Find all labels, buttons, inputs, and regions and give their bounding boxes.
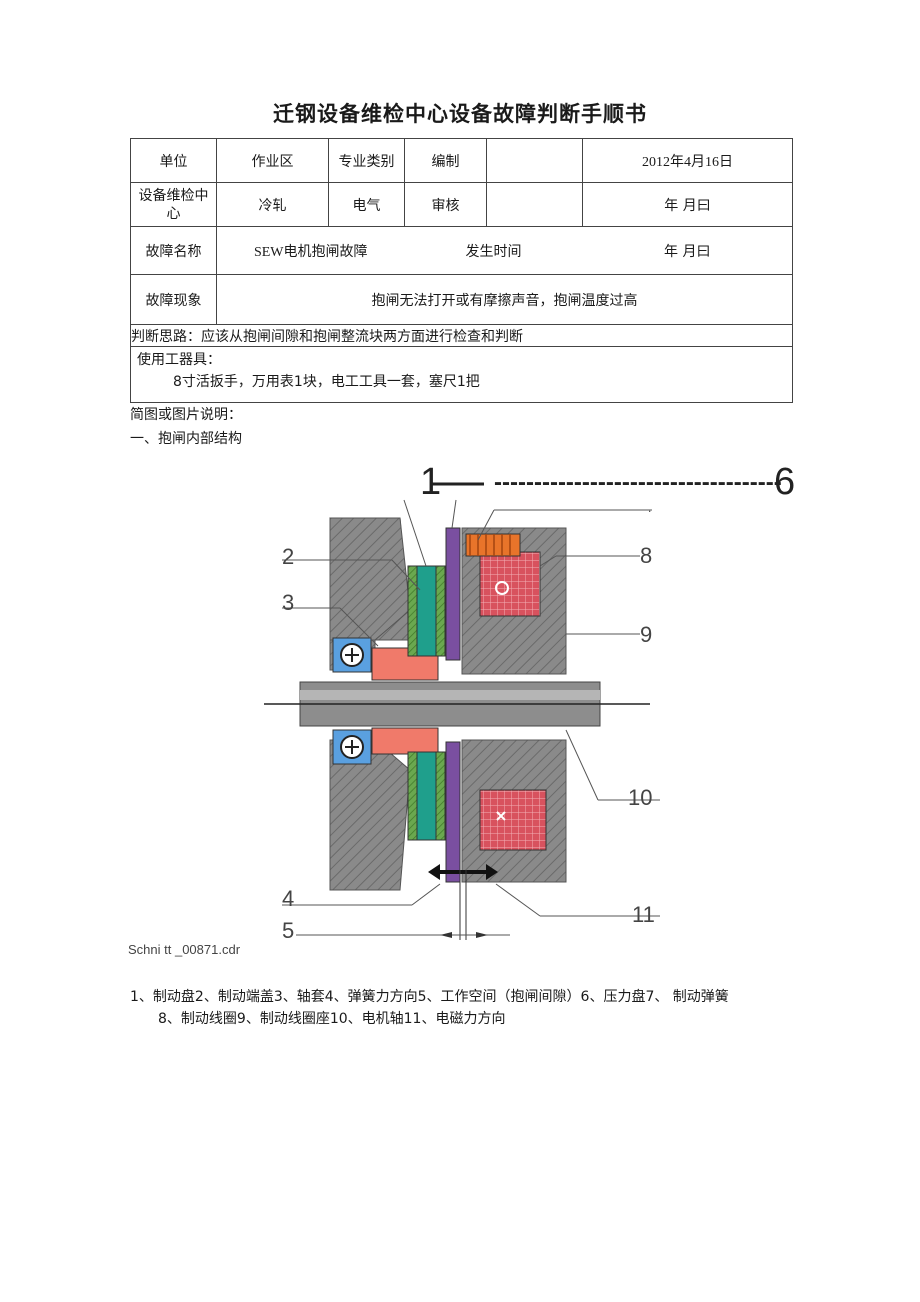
review-label: 审核 [404, 182, 487, 227]
symptom-label: 故障现象 [130, 274, 217, 325]
callout-8: 8 [640, 543, 652, 568]
file-caption: Schni tt _00871.cdr [128, 942, 241, 957]
time-value: 年 月曰 [582, 226, 793, 275]
callout-6: 6 [774, 461, 795, 503]
legend-line-2: 8、制动线圈9、制动线圈座10、电机轴11、电磁力方向 [158, 1011, 506, 1027]
brake-cross-section-diagram: 1 ------------------------------------ 6… [128, 461, 795, 957]
callout-3: 3 [282, 590, 294, 615]
callout-5: 5 [282, 918, 294, 943]
editor-value [486, 138, 583, 183]
legend-line-1: 1、制动盘2、制动端盖3、轴套4、弹簧力方向5、工作空间（抱闸间隙）6、压力盘7… [130, 989, 729, 1005]
document-title: 迁钢设备维检中心设备故障判断手顺书 [273, 102, 647, 126]
time-label: 发生时间 [404, 226, 583, 275]
callout-1: 1 [420, 461, 441, 503]
fault-name-value: SEW电机抱闸故障 [216, 226, 405, 275]
legend: 1、制动盘2、制动端盖3、轴套4、弹簧力方向5、工作空间（抱闸间隙）6、压力盘7… [130, 986, 790, 1030]
tools-label: 使用工器具： [137, 352, 221, 368]
table-row: 使用工器具： 8寸活扳手，万用表1块，电工工具一套，塞尺1把 [130, 346, 793, 403]
fault-name-label: 故障名称 [130, 226, 217, 275]
callout-dashes: ------------------------------------ [494, 469, 782, 496]
edit-date: 2012年4月16日 [582, 138, 793, 183]
table-row: 设备维检中心 冷轧 电气 审核 年 月曰 [130, 182, 793, 227]
table-row: 单位 作业区 专业类别 编制 2012年4月16日 [130, 138, 793, 183]
category-value: 电气 [328, 182, 405, 227]
callout-10: 10 [628, 785, 652, 810]
fault-form-table: 单位 作业区 专业类别 编制 2012年4月16日 设备维检中心 冷轧 电气 审… [130, 138, 793, 403]
sketch-label: 简图或图片说明： [130, 407, 242, 423]
table-row: 故障名称 SEW电机抱闸故障 发生时间 年 月曰 [130, 226, 793, 275]
callout-9: 9 [640, 622, 652, 647]
svg-text:.: . [648, 501, 651, 515]
tools-value: 8寸活扳手，万用表1块，电工工具一套，塞尺1把 [173, 374, 480, 390]
callout-4: 4 [282, 886, 294, 911]
callout-2: 2 [282, 544, 294, 569]
callout-11: 11 [632, 902, 655, 927]
unit-label: 单位 [130, 138, 217, 183]
category-label: 专业类别 [328, 138, 405, 183]
unit-value: 作业区 [216, 138, 329, 183]
section-heading: 一、抱闸内部结构 [130, 431, 242, 447]
review-value [486, 182, 583, 227]
